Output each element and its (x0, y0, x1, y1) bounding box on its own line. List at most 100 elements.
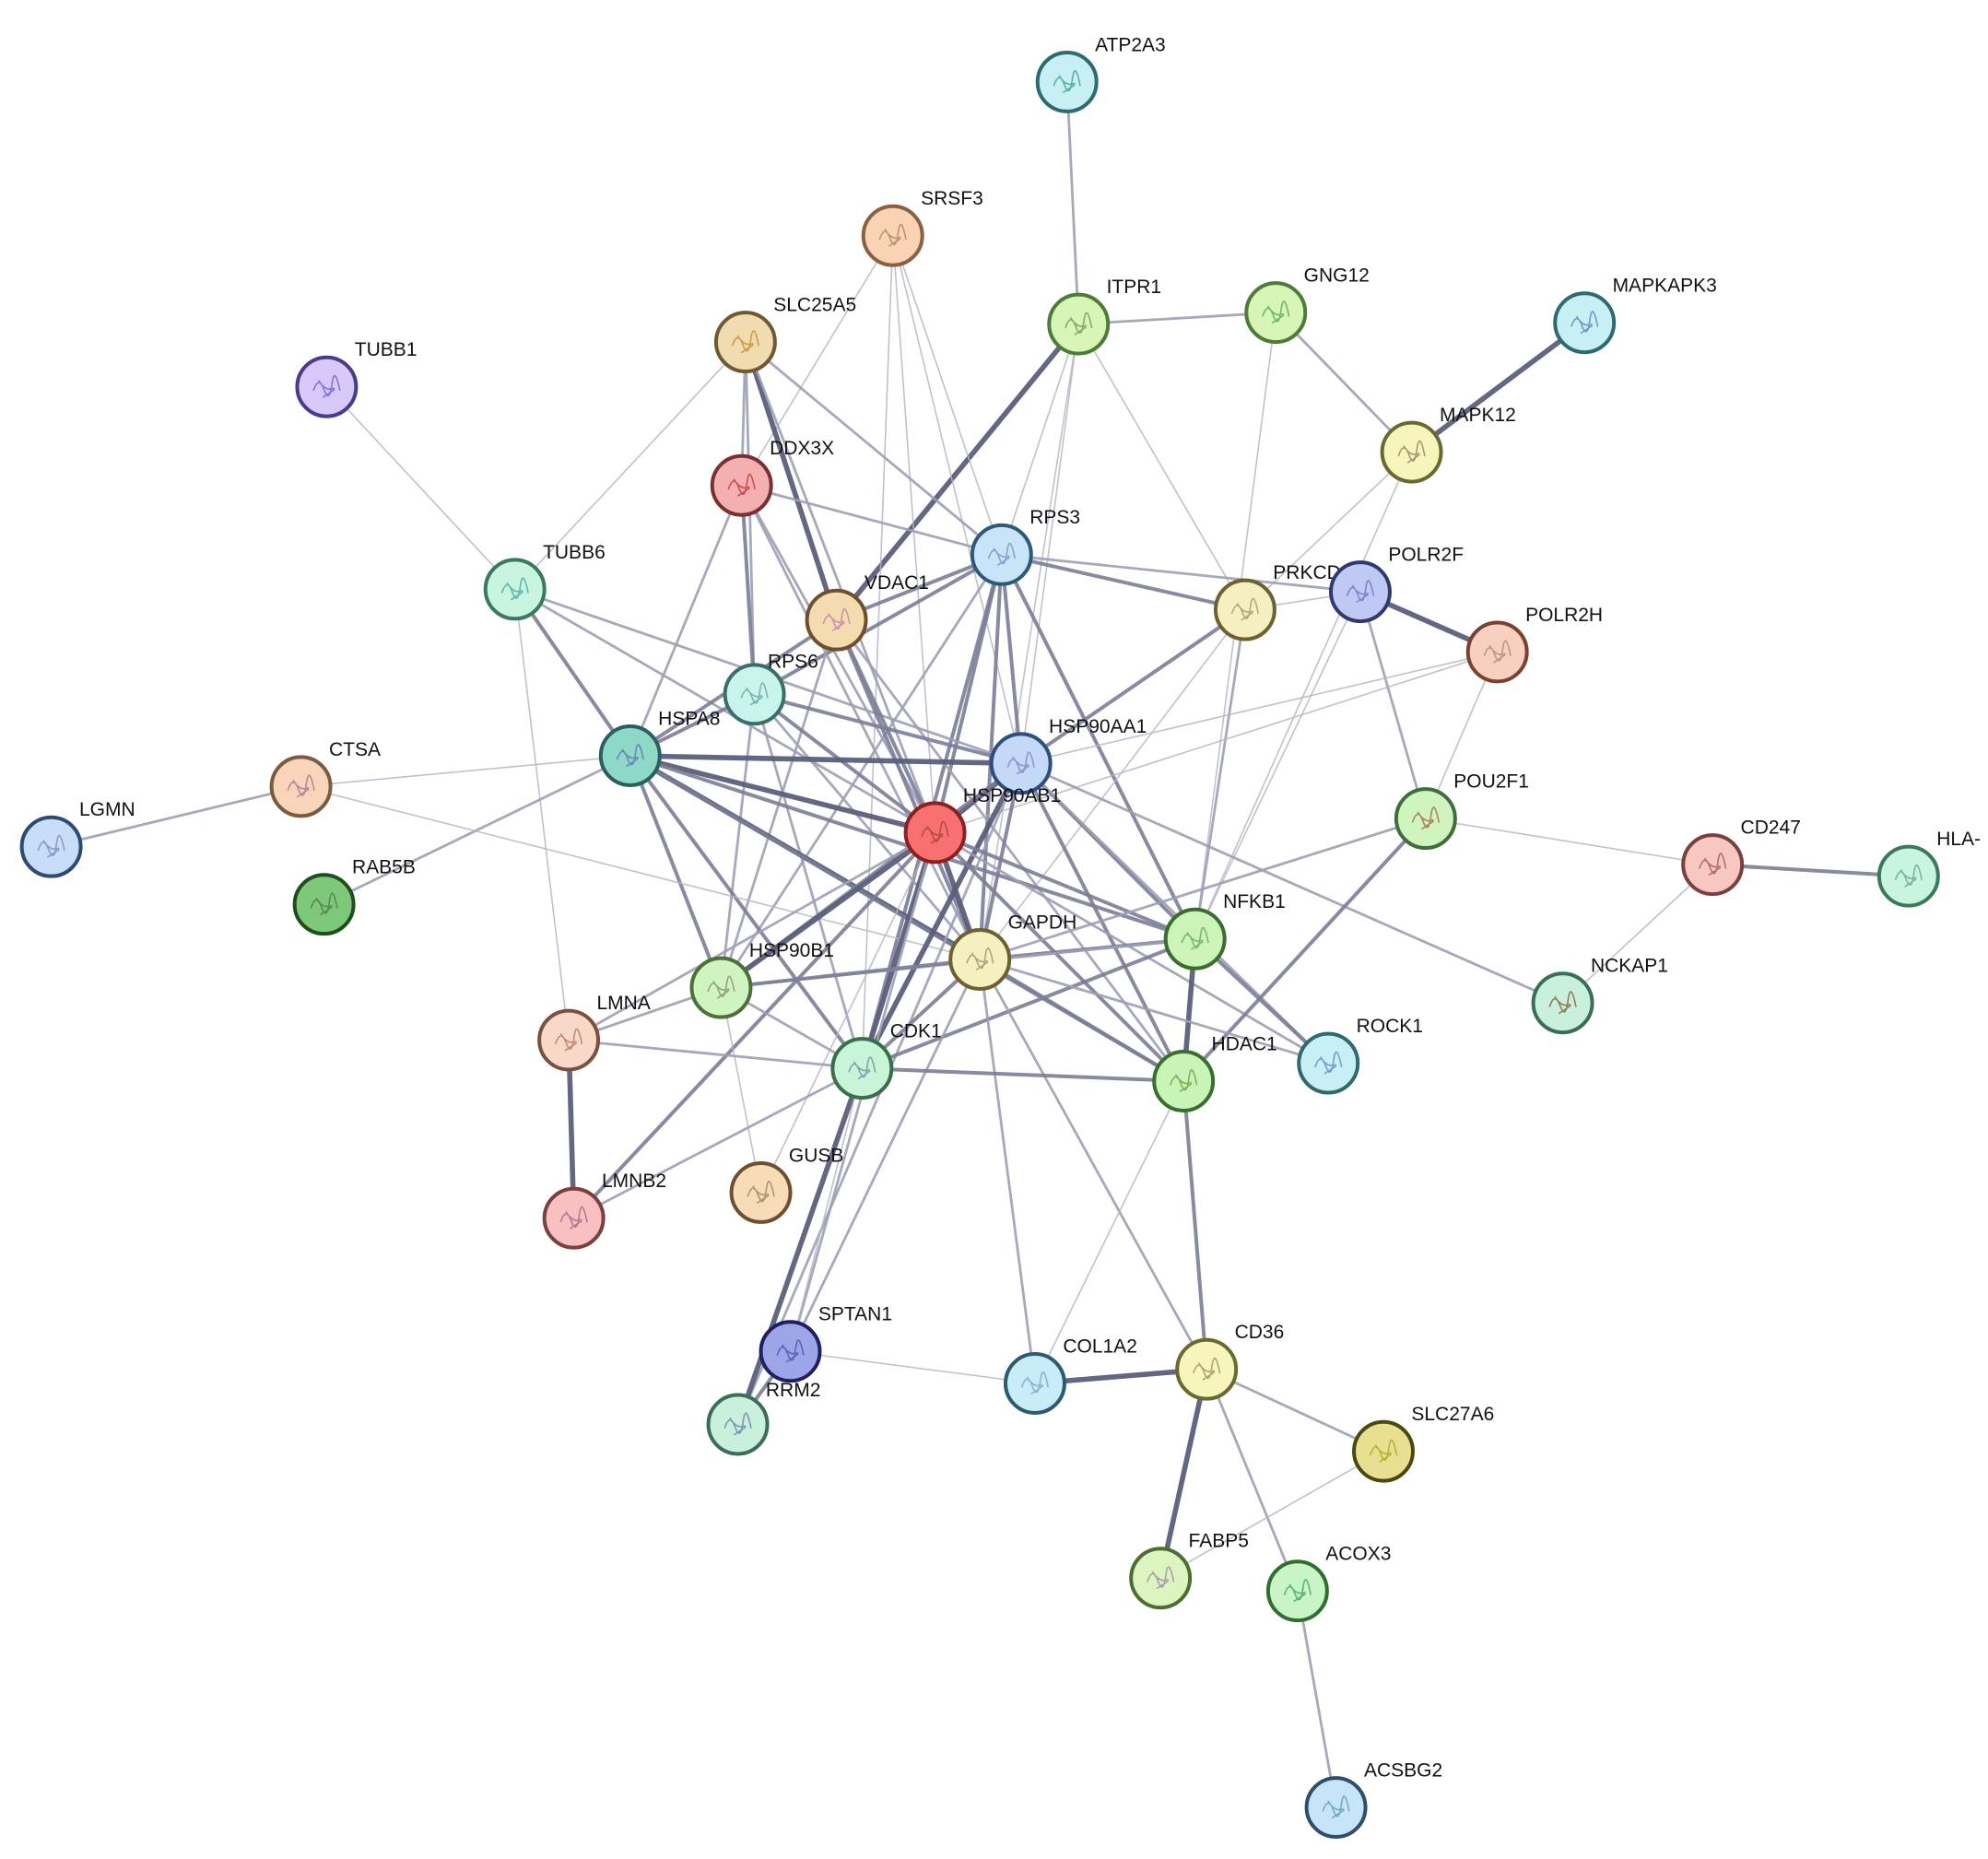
node-circle[interactable] (537, 1008, 601, 1072)
node-rrm2[interactable]: RRM2 (706, 1380, 821, 1456)
node-circle[interactable] (1129, 1547, 1193, 1610)
node-circle[interactable] (729, 1160, 793, 1224)
node-circle[interactable] (1352, 1419, 1415, 1483)
node-gapdh[interactable]: GAPDH (948, 912, 1076, 991)
node-circle[interactable] (1304, 1776, 1368, 1840)
node-lmna[interactable]: LMNA (537, 993, 651, 1072)
node-acox3[interactable]: ACOX3 (1265, 1544, 1392, 1623)
protein-structure-icon (500, 577, 529, 601)
node-srsf3[interactable]: SRSF3 (861, 188, 983, 267)
node-col1a2[interactable]: COL1A2 (1004, 1335, 1137, 1415)
edge-rps3-hsp90aa1 (999, 552, 1023, 766)
node-circle[interactable] (970, 523, 1033, 586)
node-cd247[interactable]: CD247 (1681, 818, 1801, 897)
node-lgmn[interactable]: LGMN (19, 799, 135, 878)
edge-pou2f1-cd247 (1425, 818, 1713, 865)
node-circle[interactable] (710, 453, 773, 517)
node-prkcd[interactable]: PRKCD (1213, 562, 1341, 641)
edge-cdk1-sptan1 (789, 1067, 864, 1353)
edge-fabp5-slc27a6 (1159, 1450, 1384, 1580)
node-mapkapk3[interactable]: MAPKAPK3 (1553, 276, 1717, 355)
node-label: PRKCD (1273, 562, 1341, 583)
node-circle[interactable] (1531, 971, 1594, 1035)
node-cdk1[interactable]: CDK1 (830, 1021, 942, 1100)
edge-srsf3-cdk1 (861, 234, 894, 1069)
node-circle[interactable] (598, 724, 662, 787)
node-sptan1[interactable]: SPTAN1 (759, 1304, 892, 1383)
edge-polr2h-hsp90ab1 (934, 651, 1499, 834)
node-vdac1[interactable]: VDAC1 (805, 572, 929, 652)
node-ctsa[interactable]: CTSA (269, 739, 381, 818)
node-rab5b[interactable]: RAB5B (292, 857, 416, 936)
node-circle[interactable] (1175, 1337, 1239, 1401)
node-hsp90aa1[interactable]: HSP90AA1 (989, 716, 1147, 795)
node-pou2f1[interactable]: POU2F1 (1394, 771, 1529, 851)
node-lmnb2[interactable]: LMNB2 (542, 1171, 666, 1250)
node-acsbg2[interactable]: ACSBG2 (1304, 1759, 1443, 1840)
node-circle[interactable] (292, 873, 356, 936)
node-circle[interactable] (1265, 1559, 1329, 1623)
node-circle[interactable] (1244, 281, 1308, 345)
node-gusb[interactable]: GUSB (729, 1145, 844, 1224)
node-rock1[interactable]: ROCK1 (1297, 1016, 1423, 1095)
node-label: RRM2 (766, 1380, 821, 1401)
node-circle[interactable] (1681, 833, 1745, 897)
node-hspa8[interactable]: HSPA8 (598, 708, 721, 787)
node-hla[interactable]: HLA- (1876, 829, 1981, 908)
node-circle[interactable] (1047, 292, 1111, 356)
node-circle[interactable] (1553, 291, 1617, 355)
node-slc25a5[interactable]: SLC25A5 (713, 295, 856, 374)
node-circle[interactable] (948, 928, 1012, 991)
node-circle[interactable] (1297, 1031, 1360, 1095)
node-circle[interactable] (1004, 1352, 1066, 1415)
node-circle[interactable] (805, 588, 868, 652)
node-circle[interactable] (689, 956, 753, 1019)
node-slc27a6[interactable]: SLC27A6 (1352, 1404, 1494, 1483)
node-hdac1[interactable]: HDAC1 (1152, 1033, 1277, 1112)
edge-polr2f-pou2f1 (1359, 590, 1428, 820)
node-hsp90ab1[interactable]: HSP90AB1 (903, 785, 1062, 865)
node-rps3[interactable]: RPS3 (970, 507, 1080, 586)
node-circle[interactable] (19, 815, 83, 878)
node-circle[interactable] (1465, 620, 1529, 684)
node-mapk12[interactable]: MAPK12 (1380, 405, 1516, 484)
node-gng12[interactable]: GNG12 (1244, 265, 1370, 345)
node-hsp90b1[interactable]: HSP90B1 (689, 940, 835, 1019)
node-circle[interactable] (861, 204, 924, 267)
node-itpr1[interactable]: ITPR1 (1047, 276, 1161, 356)
edge-rps6-hsp90b1 (720, 692, 757, 989)
node-ddx3x[interactable]: DDX3X (710, 438, 834, 517)
node-cd36[interactable]: CD36 (1175, 1322, 1284, 1401)
node-circle[interactable] (1394, 787, 1457, 851)
node-circle[interactable] (903, 801, 967, 865)
edge-hsp90ab1-nfkb1 (933, 830, 1197, 941)
node-circle[interactable] (759, 1320, 822, 1383)
node-tubb1[interactable]: TUBB1 (295, 339, 417, 418)
node-circle[interactable] (1329, 560, 1392, 624)
node-polr2f[interactable]: POLR2F (1329, 545, 1464, 624)
node-polr2h[interactable]: POLR2H (1465, 605, 1603, 684)
node-circle[interactable] (483, 558, 547, 621)
node-circle[interactable] (295, 355, 359, 418)
node-circle[interactable] (1213, 578, 1276, 641)
node-circle[interactable] (1163, 907, 1227, 971)
node-circle[interactable] (1152, 1050, 1216, 1112)
node-rps6[interactable]: RPS6 (723, 652, 818, 726)
node-nfkb1[interactable]: NFKB1 (1163, 891, 1286, 971)
node-circle[interactable] (1380, 420, 1443, 484)
node-circle[interactable] (542, 1186, 606, 1250)
node-circle[interactable] (989, 732, 1053, 795)
node-circle[interactable] (830, 1037, 894, 1100)
node-circle[interactable] (723, 663, 786, 726)
node-fabp5[interactable]: FABP5 (1129, 1531, 1249, 1610)
edge-ddx3x-hspa8 (629, 484, 744, 758)
node-circle[interactable] (269, 755, 333, 818)
edge-gapdh-col1a2 (978, 958, 1037, 1385)
node-nckap1[interactable]: NCKAP1 (1531, 956, 1668, 1035)
node-circle[interactable] (713, 311, 777, 374)
node-circle[interactable] (706, 1393, 770, 1456)
node-tubb6[interactable]: TUBB6 (483, 542, 606, 621)
node-atp2a3[interactable]: ATP2A3 (1035, 34, 1166, 113)
node-circle[interactable] (1876, 844, 1940, 908)
node-circle[interactable] (1035, 50, 1099, 113)
